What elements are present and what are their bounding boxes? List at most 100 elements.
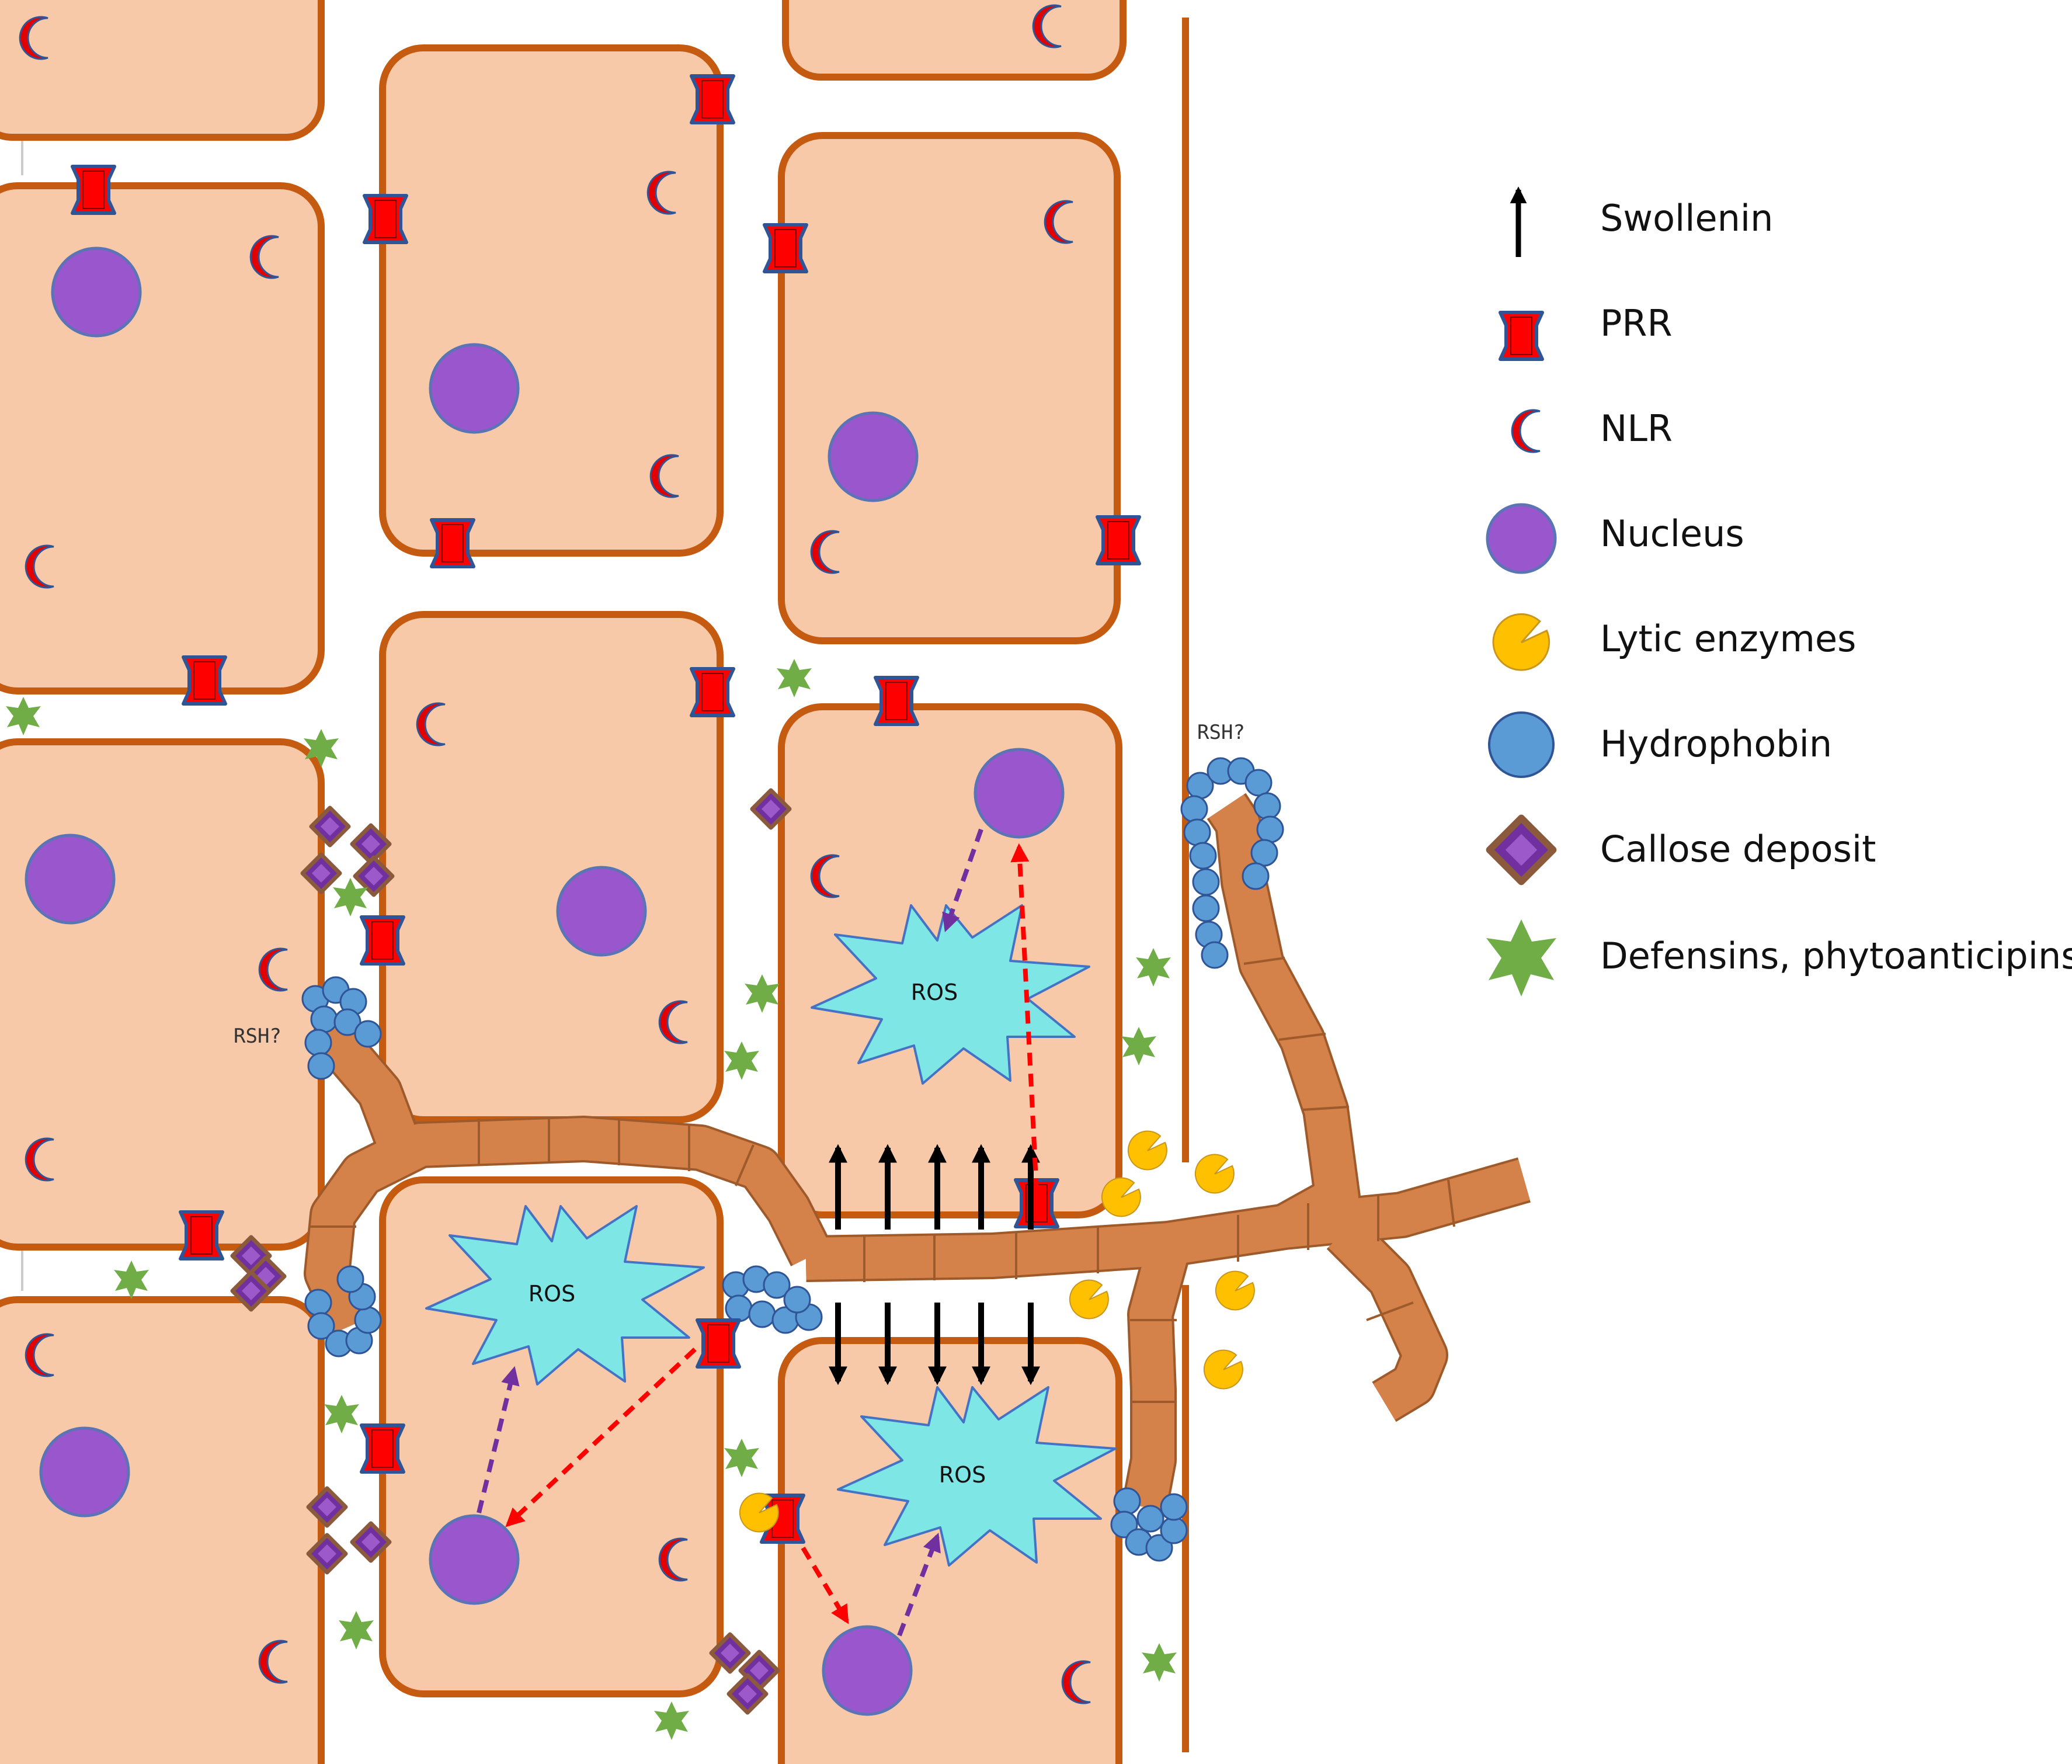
hydrophobin-dot-icon	[1192, 894, 1220, 922]
hydrophobin-dot-icon	[1256, 815, 1284, 843]
ros-burst-c3: ROS	[811, 904, 1090, 1085]
hydrophobin-dot-icon	[1250, 839, 1278, 867]
defensin-star-icon	[724, 1439, 759, 1477]
fungal-hyphae	[304, 793, 1531, 1512]
cell-b2	[379, 611, 724, 1123]
defensin-star-icon	[6, 697, 41, 735]
hydrophobin-dot-icon	[1113, 1487, 1141, 1515]
prr-receptor-icon	[183, 657, 225, 704]
defensin-star-icon	[1121, 1027, 1156, 1065]
legend-item: NLR	[1511, 407, 1673, 453]
cell-c1	[782, 0, 1127, 81]
hydrophobin-dot-icon	[1488, 711, 1555, 778]
hydrophobin-dot-icon	[763, 1271, 791, 1299]
hydrophobin-dot-icon	[307, 1312, 335, 1340]
hydrophobin-cluster-left-top	[301, 976, 382, 1080]
ros-burst-c4: ROS	[837, 1386, 1117, 1567]
nucleus-circle-icon	[828, 411, 919, 502]
hydrophobin-dot-icon	[307, 1052, 335, 1080]
prr-receptor-icon	[764, 225, 806, 272]
nucleus-circle-icon	[974, 748, 1065, 839]
nucleus-circle-icon	[1486, 503, 1557, 574]
hydrophobin-dot-icon	[354, 1306, 382, 1334]
lytic-enzyme-pacman-icon	[1101, 1177, 1141, 1217]
hydrophobin-dot-icon	[304, 1289, 332, 1317]
legend-item: Nucleus	[1486, 503, 1744, 574]
hydrophobin-dot-icon	[748, 1300, 776, 1328]
defensin-star-icon	[654, 1702, 689, 1740]
cell-b1	[379, 44, 724, 557]
legend-label: Nucleus	[1600, 512, 1744, 555]
signal-arrow-purple	[477, 1366, 520, 1513]
legend-label: PRR	[1600, 302, 1673, 345]
prr-receptor-icon	[691, 669, 733, 716]
hydrophobin-dot-icon	[336, 1265, 364, 1293]
hydrophobin-group	[301, 757, 1284, 1562]
hydrophobin-dot-icon	[725, 1294, 753, 1322]
signal-arrow-purple	[897, 1533, 941, 1637]
legend-label: NLR	[1600, 407, 1673, 450]
hydrophobin-dot-icon	[1192, 868, 1220, 896]
hydrophobin-dot-icon	[1183, 818, 1211, 846]
hydrophobin-dot-icon	[1244, 769, 1273, 797]
legend-label: Hydrophobin	[1600, 723, 1832, 765]
lytic-enzyme-pacman-icon	[1203, 1349, 1243, 1390]
defensin-star-icon	[745, 974, 780, 1013]
legend-item: Callose deposit	[1490, 818, 1876, 882]
prr-receptor-icon	[691, 76, 733, 123]
ros-label: ROS	[939, 1462, 986, 1488]
swollenin-group	[828, 1144, 1041, 1385]
nucleus-circle-icon	[556, 866, 647, 957]
rsh-label: RSH?	[1197, 721, 1245, 744]
defensin-star-icon	[324, 1395, 359, 1433]
rsh-label: RSH?	[234, 1025, 281, 1048]
nucleus-circle-icon	[51, 246, 142, 338]
hydrophobin-dot-icon	[1160, 1493, 1188, 1521]
hydrophobin-dot-icon	[1145, 1534, 1173, 1562]
prr-receptor-icon	[432, 520, 474, 567]
defensin-star-icon	[1136, 948, 1171, 987]
hydrophobin-cluster-center	[722, 1265, 823, 1334]
prr-receptor-icon	[1500, 312, 1542, 359]
signal-arrows	[477, 828, 1039, 1637]
defensin-star-icon	[777, 659, 812, 697]
prr-receptor-icon	[361, 917, 404, 964]
lytic-enzyme-pacman-icon	[1127, 1130, 1167, 1171]
nucleus-circle-icon	[429, 1514, 520, 1605]
hydrophobin-dot-icon	[1201, 941, 1229, 969]
defensin-star-icon	[724, 1041, 759, 1080]
hydrophobin-dot-icon	[1253, 792, 1281, 820]
ros-group: ROS ROS ROS	[425, 904, 1117, 1567]
cell-a4	[0, 1296, 325, 1764]
hydrophobin-dot-icon	[354, 1020, 382, 1048]
legend-item: PRR	[1500, 302, 1673, 359]
legend-label: Defensins, phytoanticipins	[1600, 935, 2072, 977]
nucleus-circle-icon	[39, 1426, 130, 1518]
hydrophobin-dot-icon	[1110, 1510, 1138, 1539]
prr-receptor-icon	[72, 166, 114, 213]
ros-label: ROS	[911, 980, 958, 1005]
signal-arrow-red	[801, 1546, 849, 1624]
nucleus-circle-icon	[822, 1625, 913, 1716]
legend-item: Swollenin	[1510, 186, 1773, 257]
hydrophobin-cluster-bottom-right	[1110, 1487, 1188, 1562]
signal-arrow-red	[1010, 843, 1039, 1192]
cell-a1	[0, 0, 325, 141]
hydrophobin-dot-icon	[1189, 842, 1217, 870]
signal-arrow-purple	[942, 828, 983, 933]
defensin-star-icon	[339, 1611, 374, 1650]
lytic-enzyme-pacman-icon	[1069, 1279, 1109, 1319]
legend-label: Lytic enzymes	[1600, 617, 1856, 660]
cell-c2	[778, 132, 1121, 644]
hydrophobin-cluster-left-bottom	[304, 1265, 382, 1357]
legend-item: Lytic enzymes	[1492, 613, 1856, 671]
nlr-crescent-icon	[1511, 409, 1541, 453]
defensin-star-icon	[1486, 919, 1556, 996]
hydrophobin-cluster-top-right	[1180, 757, 1284, 969]
hydrophobin-dot-icon	[1180, 795, 1208, 823]
callose-diamond-icon	[1490, 818, 1553, 882]
lytic-enzyme-pacman-icon	[1492, 613, 1550, 671]
hydrophobin-dot-icon	[783, 1286, 811, 1314]
hydrophobin-dot-icon	[333, 1008, 361, 1036]
